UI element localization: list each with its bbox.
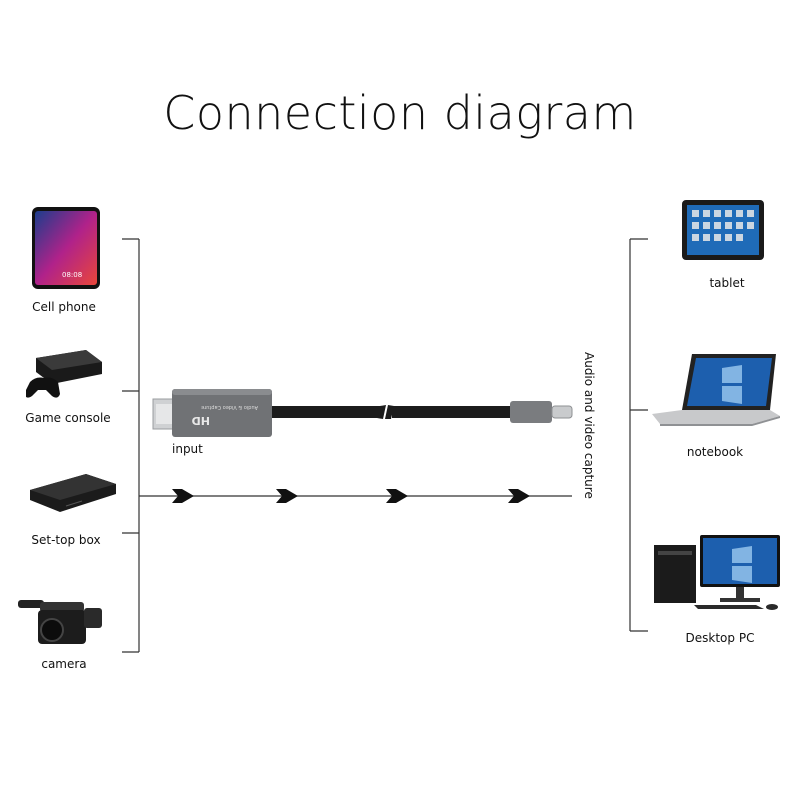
notebook-icon [652,354,780,426]
left-bracket [122,238,140,653]
cell-phone-icon: 08:08 [32,207,100,289]
device-label-camera: camera [41,657,87,671]
capture-side-label: Audio and video capture [582,352,596,499]
camera-icon [18,600,102,644]
capture-device-body: HD Audio & Video Capture [172,389,272,437]
device-label-notebook: notebook [686,445,744,459]
diagram-title: Connection diagram [163,86,637,140]
device-label-desktop-pc: Desktop PC [685,631,755,645]
right-bracket [629,238,648,632]
usb-c-plug [510,401,573,423]
svg-text:08:08: 08:08 [62,271,82,279]
hdmi-plug [152,398,176,430]
device-label-set-top-box: Set-top box [31,533,101,547]
device-label-tablet: tablet [709,276,745,290]
set-top-box-icon [30,474,116,512]
svg-text:HD: HD [192,414,210,427]
input-label: input [172,442,203,456]
arrow-2 [276,489,298,503]
svg-text:Audio & Video Capture: Audio & Video Capture [201,404,258,410]
arrow-3 [386,489,408,503]
arrow-4 [508,489,530,503]
tablet-icon [682,200,764,260]
arrow-1 [172,489,194,503]
device-label-game-console: Game console [25,411,111,425]
device-label-cell-phone: Cell phone [32,300,96,314]
desktop-pc-icon [654,535,780,610]
cable [272,405,510,419]
game-console-icon [26,350,102,398]
arrow-markers [172,489,530,503]
